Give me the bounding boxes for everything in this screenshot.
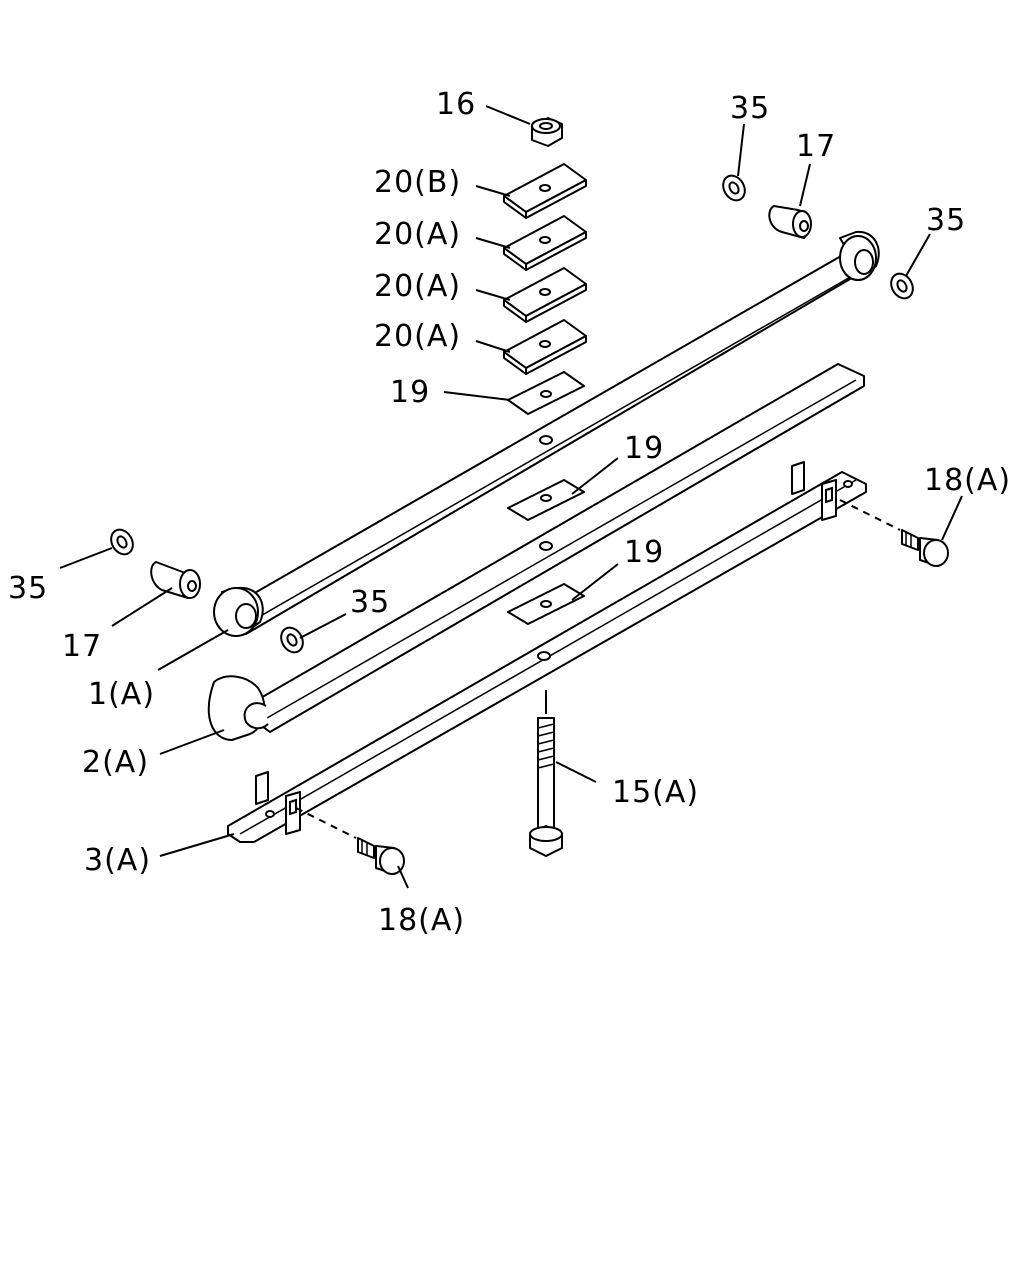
washer-35-left xyxy=(110,528,134,556)
label-2a: 2(A) xyxy=(82,745,149,780)
bush-17-right xyxy=(768,205,812,239)
label-17-right: 17 xyxy=(796,129,836,164)
spacer-plates xyxy=(507,371,585,625)
label-15a: 15(A) xyxy=(612,775,699,810)
label-20b: 20(B) xyxy=(374,165,461,200)
label-20a-1: 20(A) xyxy=(374,217,461,252)
washer-35-top-right xyxy=(722,174,746,202)
label-1a: 1(A) xyxy=(88,677,155,712)
label-3a: 3(A) xyxy=(84,843,151,878)
label-35-middle: 35 xyxy=(350,585,390,620)
washer-35-middle xyxy=(280,626,304,654)
label-19-low: 19 xyxy=(624,535,664,570)
washer-plates xyxy=(503,163,587,375)
washer-35-right xyxy=(890,272,914,300)
label-18a-right: 18(A) xyxy=(924,463,1011,498)
label-35-top-right: 35 xyxy=(730,91,770,126)
center-bolt-15a xyxy=(529,690,563,857)
leaf-3a xyxy=(227,461,867,843)
label-20a-2: 20(A) xyxy=(374,269,461,304)
label-19-top: 19 xyxy=(390,375,430,410)
bush-17-left xyxy=(150,561,201,599)
bolt-18a-right xyxy=(839,499,949,567)
nut-16 xyxy=(531,117,563,147)
callout-labels: 16 20(B) 20(A) 20(A) 20(A) 19 19 19 35 1… xyxy=(8,87,1011,938)
leader-lines xyxy=(59,105,963,889)
label-17-left: 17 xyxy=(62,629,102,664)
leaf-2a xyxy=(207,363,865,741)
label-35-right: 35 xyxy=(926,203,966,238)
label-20a-3: 20(A) xyxy=(374,319,461,354)
label-16: 16 xyxy=(436,87,476,122)
label-18a-bottom: 18(A) xyxy=(378,903,465,938)
label-19-mid: 19 xyxy=(624,431,664,466)
bolt-18a-bottom xyxy=(295,807,405,875)
label-35-left: 35 xyxy=(8,571,48,606)
leaf-1a xyxy=(213,230,880,637)
